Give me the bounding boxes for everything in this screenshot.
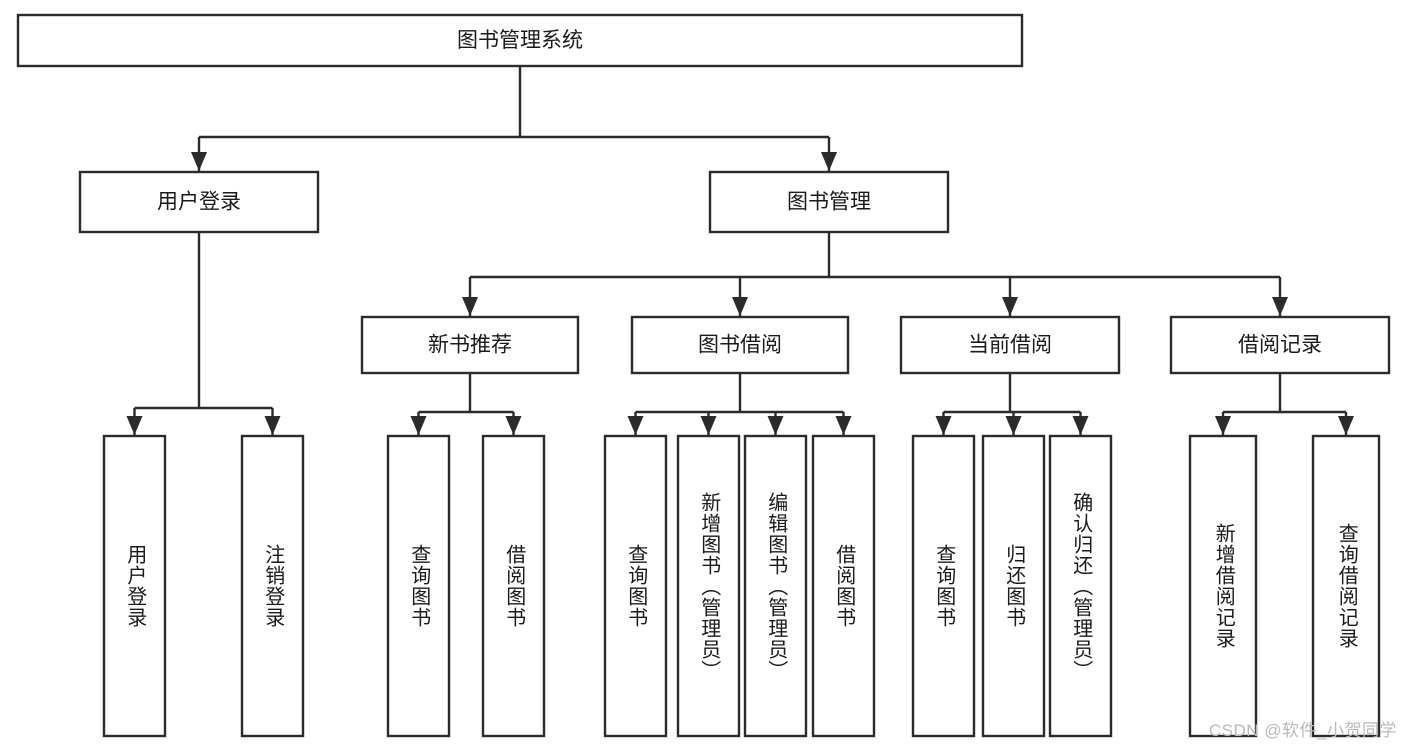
node-label-level3-1: 图书借阅 (698, 334, 782, 357)
node-box-level3-3[interactable] (1169, 315, 1391, 375)
node-box-leaf-6[interactable] (743, 434, 808, 738)
arrow-head-icon-level3-1 (732, 297, 748, 316)
node-label-level3-3: 借阅记录 (1238, 334, 1322, 357)
node-box-level3-1[interactable] (630, 315, 850, 375)
node-box-level3-0[interactable] (360, 315, 580, 375)
arrow-head-icon-0-leaf-1 (505, 416, 522, 435)
node-box-level3-2[interactable] (899, 315, 1121, 375)
arrow-head-icon-level2-0 (191, 152, 207, 171)
node-box-level2-1[interactable] (708, 170, 950, 234)
node-label-level2-0: 用户登录 (157, 191, 241, 214)
arrow-head-icon-level2-1 (821, 152, 837, 171)
node-box-leaf-3[interactable] (481, 434, 546, 738)
node-box-leaf-7[interactable] (811, 434, 876, 738)
node-box-leaf-12[interactable] (1311, 434, 1381, 738)
arrow-head-icon-level3-2 (1002, 297, 1018, 316)
arrow-head-icon-3-leaf-1 (1338, 416, 1354, 435)
arrow-head-icon-1-leaf-0 (627, 416, 644, 435)
arrow-head-icon-level3-0 (462, 297, 478, 316)
node-box-root[interactable] (16, 13, 1024, 68)
arrow-head-icon-1-leaf-3 (835, 416, 852, 435)
arrow-head-icon-2-leaf-1 (1005, 416, 1022, 435)
node-boxes-layer (16, 13, 1391, 738)
watermark-text: CSDN @软件_小贺同学 (1208, 721, 1397, 740)
node-box-level2-0[interactable] (78, 170, 320, 234)
node-label-level3-0: 新书推荐 (428, 334, 512, 357)
node-label-level2-1: 图书管理 (787, 191, 871, 214)
arrow-head-icon-1-leaf-1 (700, 416, 717, 435)
connectors-layer (126, 66, 1354, 435)
arrow-head-icon-login-leaf-1 (264, 416, 281, 435)
node-box-leaf-4[interactable] (603, 434, 668, 738)
node-box-leaf-2[interactable] (386, 434, 451, 738)
node-box-leaf-11[interactable] (1188, 434, 1258, 738)
arrow-head-icon-3-leaf-0 (1215, 416, 1231, 435)
node-box-leaf-5[interactable] (676, 434, 741, 738)
node-box-leaf-1[interactable] (240, 434, 305, 738)
arrow-head-icon-1-leaf-2 (767, 416, 784, 435)
node-box-leaf-9[interactable] (981, 434, 1046, 738)
arrow-head-icon-2-leaf-0 (935, 416, 952, 435)
node-box-leaf-0[interactable] (102, 434, 167, 738)
arrow-head-icon-0-leaf-0 (410, 416, 427, 435)
node-label-level3-2: 当前借阅 (968, 334, 1052, 357)
arrow-head-icon-level3-3 (1272, 297, 1288, 316)
arrow-head-icon-2-leaf-2 (1072, 416, 1089, 435)
node-label-root: 图书管理系统 (457, 29, 583, 52)
node-box-leaf-10[interactable] (1048, 434, 1113, 738)
node-box-leaf-8[interactable] (911, 434, 976, 738)
arrow-head-icon-login-leaf-0 (126, 416, 143, 435)
